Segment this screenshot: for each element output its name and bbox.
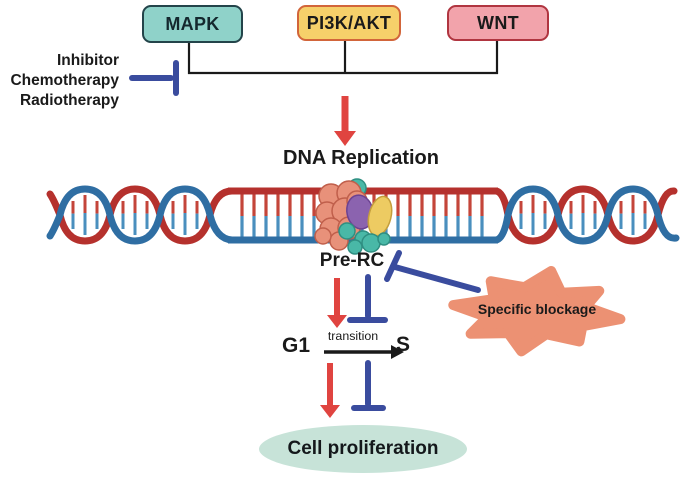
- activation-arrows: [320, 96, 356, 418]
- pathway-box-mapk: MAPK: [142, 5, 243, 43]
- g1-phase-label: G1: [282, 334, 311, 357]
- pathway-box-pi3k-akt-label: PI3K/AKT: [306, 12, 392, 33]
- inhibitor-text-block: Inhibitor Chemotherapy Radiotherapy: [4, 51, 119, 111]
- cell-proliferation-ellipse: [259, 425, 467, 473]
- pathway-box-mapk-label: MAPK: [165, 13, 220, 34]
- inhibitor-line: Inhibitor: [57, 52, 119, 69]
- radiotherapy-line: Radiotherapy: [19, 92, 119, 109]
- pathway-box-wnt-label: WNT: [477, 12, 519, 33]
- cell-proliferation-label: Cell proliferation: [287, 438, 439, 459]
- inhibition-bars: [129, 60, 481, 411]
- blockage-starburst: [448, 266, 626, 357]
- pre-rc-label: Pre-RC: [319, 250, 385, 271]
- dna-replication-label: DNA Replication: [283, 147, 439, 169]
- specific-blockage-label: Specific blockage: [477, 301, 597, 317]
- pathway-box-wnt: WNT: [447, 5, 549, 41]
- transition-label: transition: [327, 329, 379, 343]
- pathway-box-pi3k-akt: PI3K/AKT: [297, 5, 401, 41]
- chemotherapy-line: Chemotherapy: [10, 72, 119, 89]
- s-phase-label: S: [396, 333, 411, 356]
- pre-rc-complex: [314, 178, 393, 255]
- g1-to-s-arrow: [324, 345, 404, 359]
- connector-lines: [187, 37, 499, 75]
